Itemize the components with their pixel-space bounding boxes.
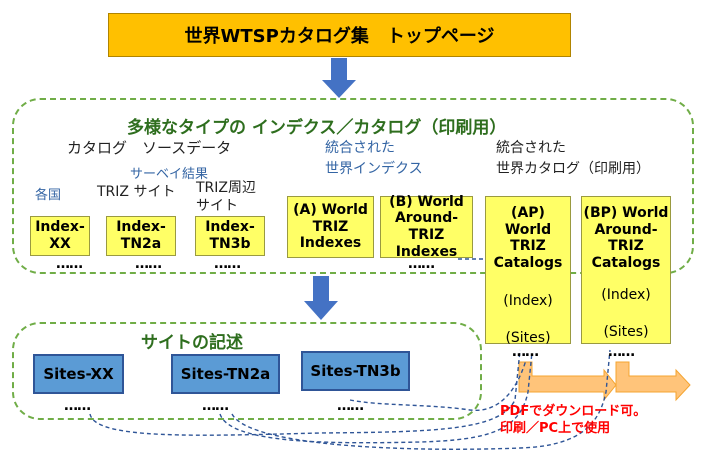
- ellipsis: ……: [135, 256, 162, 272]
- box-line: TRIZ: [312, 218, 349, 235]
- ellipsis: ……: [64, 398, 91, 414]
- unified-catalog-header-line2: 世界カタログ（印刷用）: [496, 161, 650, 177]
- box-line: Around-TRIZ: [594, 221, 658, 255]
- ellipsis: ……: [56, 256, 83, 272]
- ellipsis: ……: [408, 256, 435, 272]
- box-line: (BP) World: [583, 205, 669, 221]
- dashed-connectors: [89, 258, 611, 450]
- index-box-tn2a: Index- TN2a: [106, 216, 176, 256]
- box-line: Around-TRIZ: [394, 210, 459, 243]
- ellipsis: ……: [202, 398, 229, 414]
- world-around-triz-catalogs-box: (BP) World Around-TRIZ Catalogs (Index) …: [581, 196, 671, 344]
- ellipsis: ……: [608, 344, 635, 360]
- unified-index-header-line1: 統合された: [325, 140, 395, 156]
- index-box-tn3b: Index- TN3b: [195, 216, 265, 256]
- page-title: 世界WTSPカタログ集 トップページ: [184, 26, 495, 47]
- catalog-index-label: (Index): [503, 293, 553, 310]
- world-triz-indexes-box: (A) World TRIZ Indexes: [287, 196, 374, 258]
- title-banner: 世界WTSPカタログ集 トップページ: [108, 13, 571, 57]
- box-line: (B) World: [389, 193, 464, 210]
- unified-index-header-line2: 世界インデクス: [325, 161, 423, 177]
- down-arrow-icon: [304, 276, 338, 320]
- catalog-sites-label: (Sites): [505, 329, 551, 346]
- download-note: PDFでダウンロード可。 印刷／PC上で使用: [500, 404, 646, 438]
- box-line: Sites-TN2a: [180, 365, 271, 383]
- top-region-heading: 多様なタイプの インデクス／カタログ（印刷用）: [127, 118, 507, 138]
- ellipsis: ……: [214, 256, 241, 272]
- catalog-source-header: カタログ ソースデータ: [67, 139, 232, 157]
- unified-catalog-header-line1: 統合された: [496, 140, 566, 156]
- box-line: Indexes: [395, 243, 458, 260]
- box-line: Index-: [116, 219, 166, 236]
- download-note-line2: 印刷／PC上で使用: [500, 420, 611, 436]
- box-line: (AP) World: [504, 205, 552, 238]
- triz-periph-label-line2: サイト: [196, 198, 238, 214]
- top-region: [12, 98, 694, 274]
- ellipsis: ……: [337, 398, 364, 414]
- triz-periph-label-line1: TRIZ周辺: [196, 180, 256, 196]
- box-line: Catalogs: [493, 254, 563, 271]
- bottom-region-heading: サイトの記述: [141, 333, 243, 353]
- orange-arrow-icon: [518, 361, 691, 402]
- box-line: TN3b: [209, 236, 251, 252]
- box-line: TN2a: [120, 236, 162, 252]
- sites-box-tn2a: Sites-TN2a: [171, 354, 280, 394]
- box-line: Indexes: [299, 235, 362, 252]
- sites-box-xx: Sites-XX: [33, 354, 124, 394]
- sites-box-tn3b: Sites-TN3b: [301, 351, 410, 391]
- index-box-xx: Index- XX: [30, 216, 90, 256]
- bottom-region: [12, 322, 482, 420]
- box-line: TRIZ: [510, 238, 546, 255]
- box-line: Catalogs: [591, 254, 661, 271]
- down-arrow-icon: [322, 58, 356, 98]
- box-line: XX: [49, 236, 71, 252]
- box-line: (A) World: [293, 202, 368, 219]
- box-line: Index-: [205, 219, 255, 236]
- box-line: Index-: [35, 219, 85, 236]
- survey-results-header: サーベイ結果: [130, 167, 209, 182]
- download-note-line1: PDFでダウンロード可。: [500, 404, 647, 419]
- box-line: Sites-TN3b: [310, 362, 401, 380]
- box-line: Sites-XX: [43, 365, 114, 383]
- world-triz-catalogs-box: (AP) World TRIZ Catalogs (Index) (Sites): [485, 196, 571, 346]
- catalog-sites-label: (Sites): [603, 323, 649, 340]
- ellipsis: ……: [512, 344, 539, 360]
- world-around-triz-indexes-box: (B) World Around-TRIZ Indexes: [380, 193, 473, 260]
- catalog-index-label: (Index): [601, 287, 651, 304]
- triz-sites-label: TRIZ サイト: [97, 184, 176, 200]
- each-country-label: 各国: [35, 188, 62, 203]
